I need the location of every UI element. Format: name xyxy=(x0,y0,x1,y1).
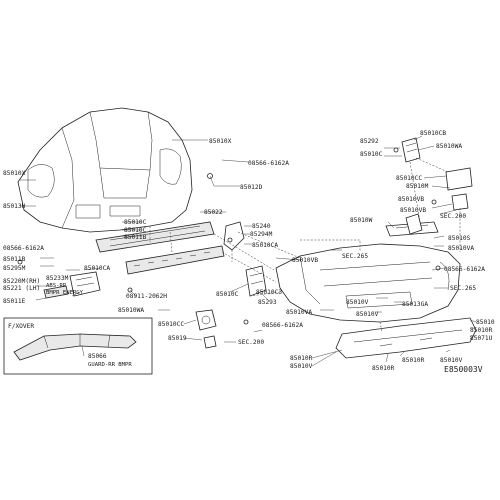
label-85010C-mid: 85010C xyxy=(216,291,239,298)
label-sec265-mid: SEC.265 xyxy=(342,253,368,260)
label-85010X: 85010X xyxy=(209,138,232,145)
label-sec200-bottom: SEC.200 xyxy=(238,339,264,346)
label-85011E: 85011E xyxy=(3,298,26,305)
label-85010R-b: 85010R xyxy=(372,365,395,372)
label-08911-2062H: 08911-2062H xyxy=(126,293,167,300)
label-sec265-right: SEC.265 xyxy=(450,285,476,292)
label-85010V-a: 85010V xyxy=(346,299,369,306)
label-85010CC-tr: 85010CC xyxy=(396,175,422,182)
energy-absorber xyxy=(125,245,225,275)
clip-85011E xyxy=(43,285,69,299)
label-85013H: 85013H xyxy=(3,203,26,210)
label-abs-rr: ABS-RR xyxy=(46,283,67,289)
label-85294M: 85294M xyxy=(250,231,273,238)
label-bmpr-energy: BMPR ENERGY xyxy=(46,290,84,296)
leader-lines xyxy=(20,135,477,367)
label-85010C-a: 85010C xyxy=(124,219,147,226)
label-85010M: 85010M xyxy=(406,183,429,190)
label-85012D: 85012D xyxy=(240,184,263,191)
label-85010V-br: 85010V xyxy=(440,357,463,364)
label-85010VB-r: 85010VB xyxy=(400,207,426,214)
inset-title: F/XOVER xyxy=(8,323,34,330)
label-85295M: 85295M xyxy=(3,265,26,272)
label-85010CA-a: 85010CA xyxy=(252,242,278,249)
label-85010R-l: 85010R xyxy=(290,355,313,362)
part-labels: 85010X 08566-6162A 85012D 85010X 85013H … xyxy=(3,130,495,372)
label-85010V-bl: 85010V xyxy=(290,363,313,370)
side-bracket-left xyxy=(69,271,101,297)
label-85010C3: 85010C3 xyxy=(256,289,282,296)
bracket-85010CB xyxy=(401,137,421,163)
label-85233M: 85233M xyxy=(46,275,69,282)
rear-body-shell xyxy=(17,107,193,233)
label-85220M-rh: 85220M(RH) xyxy=(3,278,40,285)
label-85010V-b: 85010V xyxy=(356,311,379,318)
bumper-lower-cover xyxy=(335,317,477,359)
inset-part-no: 85066 xyxy=(88,353,107,360)
label-85010CC-bm: 85010CC xyxy=(158,321,184,328)
side-spacer-right xyxy=(405,213,423,235)
label-85010VA-r: 85010VA xyxy=(448,245,474,252)
label-85010CA-b: 85010CA xyxy=(84,265,110,272)
label-85293: 85293 xyxy=(258,299,277,306)
label-85013GA: 85013GA xyxy=(402,301,428,308)
bracket-85240 xyxy=(223,221,245,251)
label-85010R-r: 85010R xyxy=(470,327,493,334)
label-85010CB: 85010CB xyxy=(420,130,446,137)
label-85010VB-tr: 85010VB xyxy=(398,196,424,203)
label-85292: 85292 xyxy=(360,138,379,145)
label-85019: 85019 xyxy=(168,335,187,342)
label-85010R-m: 85010R xyxy=(402,357,425,364)
label-08566-6162A-top: 08566-6162A xyxy=(248,160,289,167)
label-08566-6162A-left: 08566-6162A xyxy=(3,245,44,252)
assembly-lines xyxy=(149,157,461,333)
license-lamp-assy xyxy=(195,309,217,349)
bracket-85010M xyxy=(445,167,473,211)
label-08566-6162A-right: 08566-6162A xyxy=(444,266,485,273)
label-85010C-tr: 85010C xyxy=(360,151,383,158)
label-85010X-left: 85010X xyxy=(3,170,26,177)
label-85010VA-mid: 85010VA xyxy=(286,309,312,316)
label-85240: 85240 xyxy=(252,223,271,230)
label-85010WA-tr: 85010WA xyxy=(436,143,462,150)
diagram-id: E850003V xyxy=(444,365,483,374)
label-85011B-b: 85011B xyxy=(3,256,26,263)
label-85221-lh: 85221 (LH) xyxy=(3,285,40,292)
inset-fxover: F/XOVER 85066 GUARD-RR BMPR xyxy=(3,317,153,375)
label-85010W: 85010W xyxy=(350,217,373,224)
label-85010S: 85010S xyxy=(448,235,471,242)
label-85010WA-bl: 85010WA xyxy=(118,307,144,314)
label-85022: 85022 xyxy=(204,209,223,216)
label-08566-6162A-bot: 08566-6162A xyxy=(262,322,303,329)
label-sec200-right: SEC.200 xyxy=(440,213,466,220)
inset-part-desc: GUARD-RR BMPR xyxy=(88,362,132,368)
label-85071U: 85071U xyxy=(470,335,493,342)
label-85010C-b: 85010C xyxy=(124,227,147,234)
label-85010: 85010 xyxy=(476,319,495,326)
label-85011B-a: 85011B xyxy=(124,234,147,241)
label-85010VB: 85010VB xyxy=(292,257,318,264)
